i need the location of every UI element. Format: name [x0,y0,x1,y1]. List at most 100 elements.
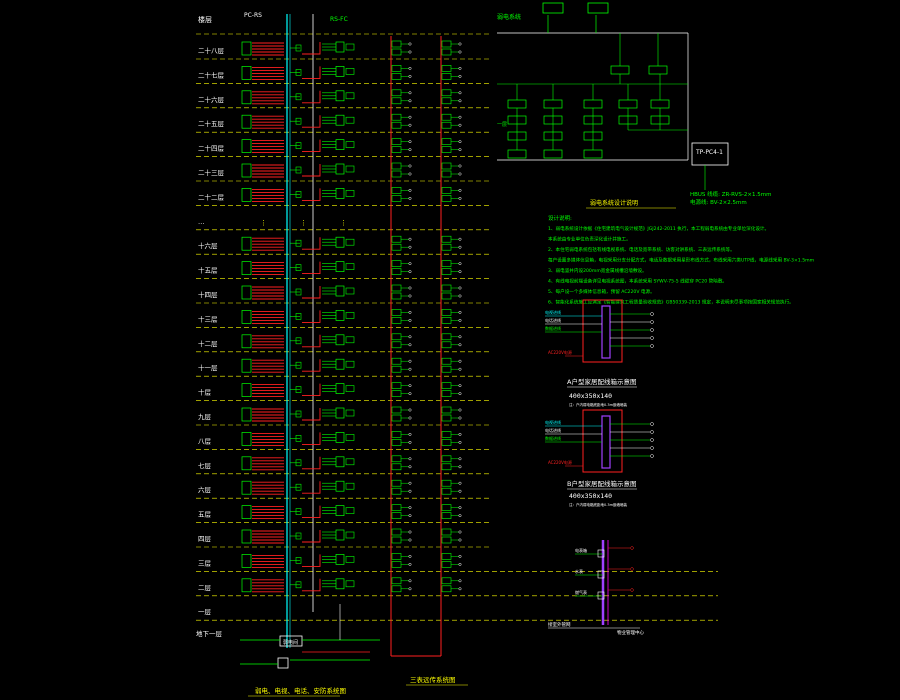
floor-label: 二十八层 [198,46,225,55]
meter-point [458,367,462,371]
mini-riser-point [630,567,634,571]
home-box-b-power: AC220V电源 [548,459,572,465]
meter-point [408,172,412,176]
meter-point [458,538,462,542]
terminal-box [335,432,345,443]
continuation-dots: ⋮ [340,219,347,227]
meter-point [458,489,462,493]
meter-point [458,335,462,339]
meter-point [408,115,412,119]
note-line: 1、弱电系统设计依据《住宅建筑电气设计规范》JGJ242-2011 执行，本工程… [548,225,769,232]
meter-point [408,562,412,566]
meter-point [458,294,462,298]
basement-floor-label: 地下一层 [196,629,223,638]
meter-point [458,148,462,152]
meter-point [408,74,412,78]
outlet-icon [650,344,654,348]
meter-point [408,538,412,542]
floor-distribution-box [241,358,252,373]
meter-point [408,188,412,192]
meter-point [458,245,462,249]
meter-point [408,489,412,493]
terminal-box-small [345,434,355,441]
floor-distribution-box [241,261,252,275]
tap-box [295,69,302,76]
floor-distribution-box [241,432,252,446]
tap-box [295,557,302,564]
mini-riser-label-1: 电表箱 [575,547,587,553]
meter-point [458,91,462,95]
meter-point [458,310,462,314]
power-jog [302,66,321,79]
home-distribution-box-a: 电视进线 电话进线 数据进线 AC220V电源 A户型家居配线箱示意图 400x… [545,299,654,407]
floor-label: 十五层 [198,266,218,275]
meter-point [408,294,412,298]
floor-label: 十二层 [198,339,218,348]
floor-distribution-box [241,529,252,544]
meter-point [458,74,462,78]
floor-distribution-box [241,554,252,568]
tap-box [295,239,302,247]
floor-distribution-box [241,163,252,178]
home-box-b-in-1: 电视进线 [545,419,561,425]
home-box-a-note: 注：户内弱电箱底距地0.3m嵌墙暗装 [569,402,627,407]
terminal-box [335,114,345,126]
terminal-box-small [345,263,355,270]
outlet-icon [650,430,654,434]
outlet-icon [650,328,654,332]
meter-point [458,384,462,388]
meter-point [458,506,462,510]
meter-point [408,416,412,420]
terminal-box-small [345,482,355,490]
floor-label: 十三层 [198,314,218,323]
power-jog [302,578,321,592]
meter-point [408,99,412,103]
meter-point [408,286,412,290]
meter-point [458,270,462,274]
outlet-icon [650,320,654,324]
terminal-box-small [345,190,355,197]
note-line: 本系统由专业单位负责深化设计并施工。 [548,236,631,243]
tap-box [295,459,302,467]
tap-box [295,410,302,418]
meter-point [408,318,412,322]
meter-point [408,367,412,371]
mini-riser-bottom-label-2: 物业管理中心 [617,629,644,636]
terminal-box-small [345,43,355,51]
meter-point [408,123,412,127]
meter-point [408,140,412,144]
meter-point [408,148,412,152]
floor-distribution-box [241,480,252,495]
meter-point [458,42,462,46]
tap-box [295,361,302,369]
meter-point [458,188,462,192]
tap-box [295,435,302,442]
meter-point [458,99,462,103]
home-box-b-note: 注：户内弱电箱底距地0.3m嵌墙暗装 [569,502,627,507]
mini-riser-box [597,591,605,600]
meter-point [458,392,462,396]
meter-point [408,245,412,249]
design-notes: 弱电系统设计说明 设计说明: 1、弱电系统设计依据《住宅建筑电气设计规范》JGJ… [548,199,815,306]
floor-label: 十六层 [198,241,218,250]
meter-point [408,392,412,396]
continuation-dots: ⋮ [300,219,307,227]
meter-point [458,587,462,591]
floor-distribution-box [241,188,252,202]
meter-point [408,506,412,510]
riser-title-left: 弱电、电视、电话、安防系统图 [255,686,346,695]
outlet-icon [650,336,654,340]
meter-point [458,440,462,444]
floor-label: 二十五层 [198,119,225,128]
tap-box [295,483,302,491]
floor-label: 十四层 [198,290,218,299]
meter-point [408,50,412,54]
meter-point [458,359,462,363]
note-line: 2、本住宅弱电系统包括有线电视系统、电话及宽带系统、访客对讲系统、三表远传系统等… [548,246,735,253]
terminal-box-small [345,556,355,563]
floor-distribution-box [241,285,252,300]
terminal-box-small [345,92,355,100]
mini-riser-bottom-label: 接室外管网 [548,621,571,628]
outlet-icon [650,422,654,426]
